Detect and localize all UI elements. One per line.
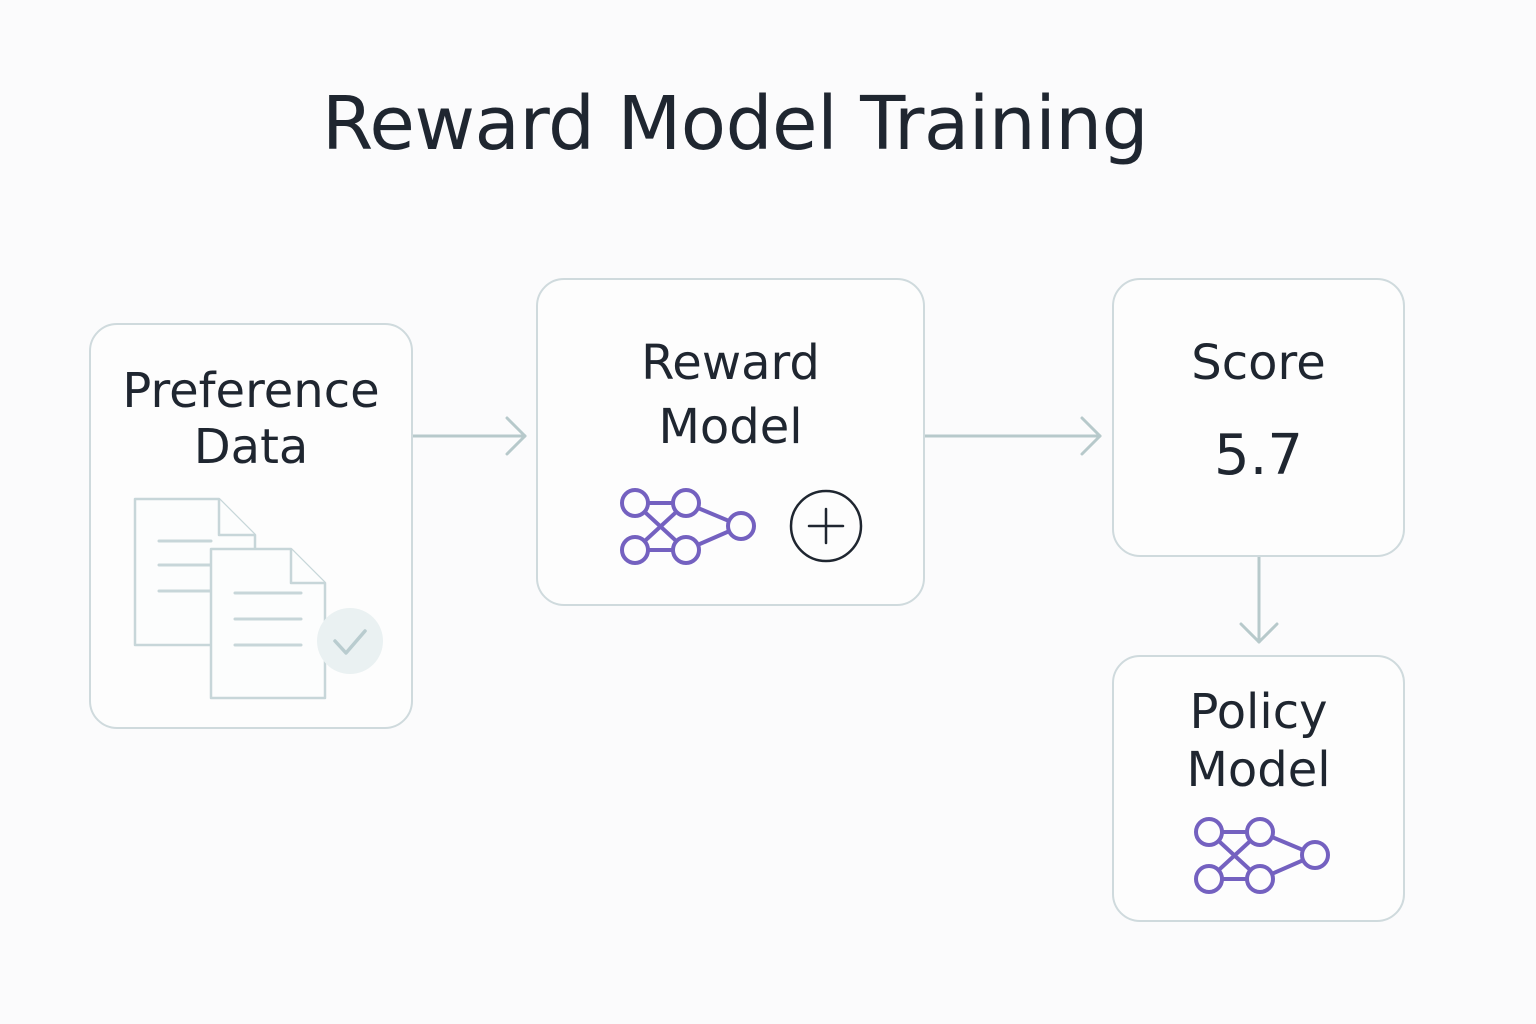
preference-data-label-line1: Preference — [122, 363, 380, 419]
arrow-score-to-policy — [1239, 555, 1279, 644]
neural-network-icon — [620, 488, 756, 565]
score-node: Score 5.7 — [1112, 278, 1405, 557]
policy-model-label-line1: Policy — [1189, 684, 1328, 740]
policy-model-label-line2: Model — [1186, 742, 1331, 798]
reward-model-label-line1: Reward — [641, 335, 820, 391]
policy-model-node: Policy Model — [1112, 655, 1405, 922]
diagram-title: Reward Model Training — [321, 81, 1149, 167]
plus-circle-icon — [789, 489, 863, 563]
neural-network-icon — [1194, 817, 1330, 894]
score-value: 5.7 — [1213, 423, 1304, 488]
arrow-preference-to-reward — [411, 416, 527, 456]
arrow-reward-to-score — [923, 416, 1102, 456]
score-label: Score — [1191, 335, 1326, 391]
preference-data-label-line2: Data — [193, 419, 309, 475]
reward-model-label-line2: Model — [658, 399, 803, 455]
preference-data-node: Preference Data — [89, 323, 413, 729]
reward-model-node: Reward Model — [536, 278, 925, 606]
documents-check-icon — [133, 497, 383, 700]
